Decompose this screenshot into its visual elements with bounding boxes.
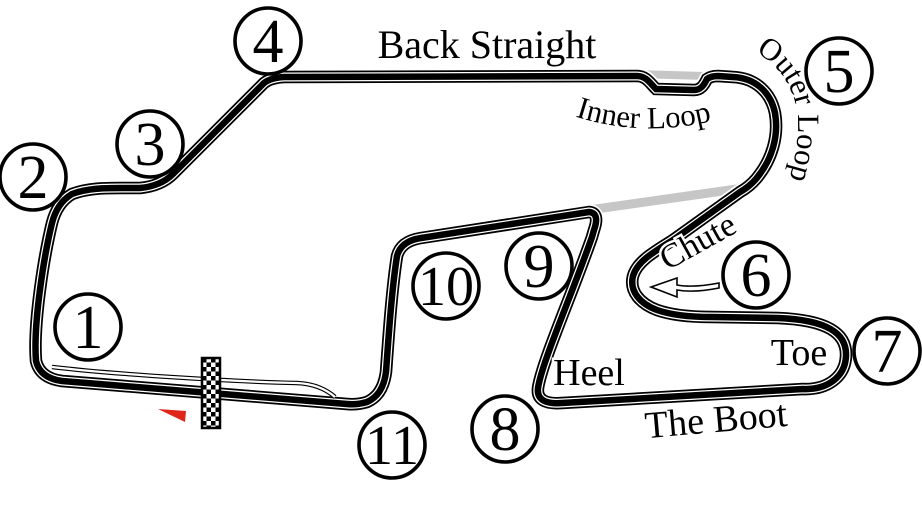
- turn-number-6: 6: [741, 242, 772, 310]
- turn-number-2: 2: [18, 144, 49, 212]
- turn-number-9: 9: [524, 233, 555, 301]
- turn-number-4: 4: [253, 8, 284, 76]
- start-finish-line: [200, 356, 222, 430]
- turn-marker-6: [721, 240, 791, 310]
- turn-markers: 1 2 3 4 5 6 7 8 9 10 11: [0, 6, 922, 480]
- turn-marker-1: [53, 292, 123, 362]
- turn-number-11: 11: [365, 415, 419, 477]
- white-arrow-left-icon: [648, 276, 720, 299]
- turn-marker-10: [411, 251, 481, 321]
- label-toe: Toe: [771, 332, 827, 374]
- turn-marker-2: [0, 142, 68, 212]
- red-arrow-left-icon: [158, 409, 186, 422]
- turn-number-3: 3: [135, 111, 166, 179]
- turn-marker-11: [357, 410, 427, 480]
- label-back-straight: Back Straight: [378, 22, 597, 67]
- turn-marker-4: [233, 6, 303, 76]
- checkered-strip-border: [200, 356, 222, 430]
- turn-number-8: 8: [490, 396, 521, 464]
- checkered-strip-icon: [202, 358, 220, 428]
- turn-number-7: 7: [872, 318, 903, 386]
- turn-number-1: 1: [73, 294, 104, 362]
- turn-marker-7: [852, 316, 922, 386]
- turn-marker-5: [804, 36, 874, 106]
- pit-lane-surface: [51, 365, 336, 398]
- label-heel: Heel: [553, 352, 625, 394]
- turn-number-5: 5: [824, 38, 855, 106]
- turn-marker-9: [504, 231, 574, 301]
- turn-marker-8: [470, 394, 540, 464]
- boot-bypass-route: [570, 183, 749, 217]
- turn-number-10: 10: [418, 256, 474, 318]
- turn-marker-3: [115, 109, 185, 179]
